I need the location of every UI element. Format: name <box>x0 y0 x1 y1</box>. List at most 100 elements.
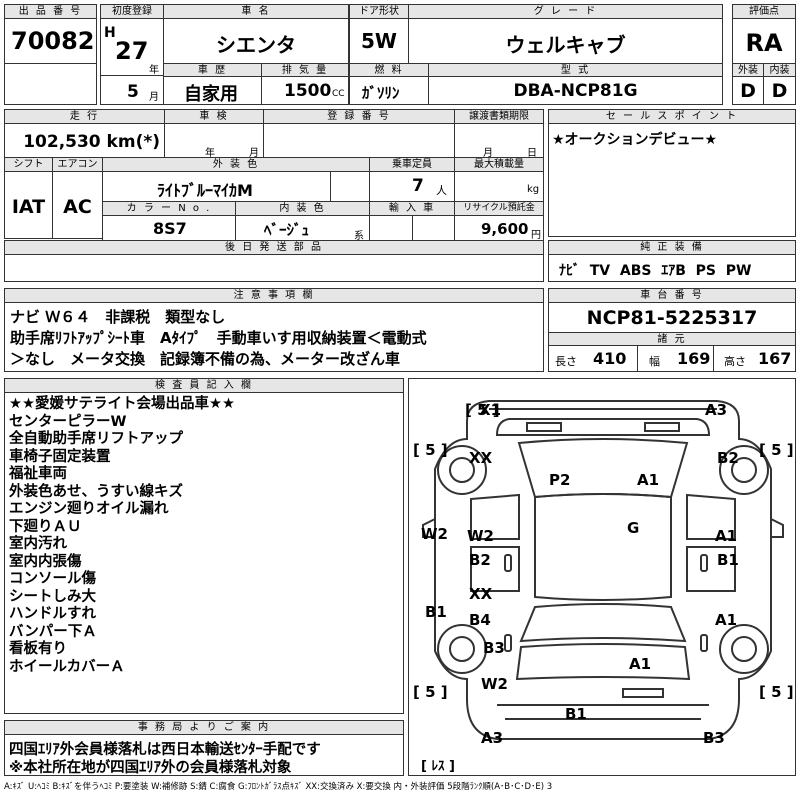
first-reg-month-box: 5 月 <box>100 75 164 105</box>
inspector-note: ハンドルすれ <box>9 606 96 622</box>
length: 410 <box>593 349 627 368</box>
model-code-box: DBA-NCP81G <box>428 76 723 105</box>
int-color-box: ﾍﾞｰｼﾞｭ 系 <box>235 215 370 242</box>
dims-header: 諸 元 <box>548 332 796 346</box>
genuine-equip: ﾅﾋﾞ TV ABS ｴｱB PS PW <box>559 263 752 279</box>
inspector-note: 看板有り <box>9 641 67 657</box>
transfer-header: 譲渡書類期限 <box>454 109 544 124</box>
damage-mark: XX <box>469 585 493 603</box>
score-box: RA <box>732 18 796 64</box>
import-box <box>369 215 455 241</box>
model-code-header: 型 式 <box>428 63 723 77</box>
damage-mark: A1 <box>637 471 660 489</box>
inspector-notes-list: ★★愛媛サテライト会場出品車★★ センターピラーW 全自動助手席リフトアップ 車… <box>9 396 235 676</box>
tire-front-left: [ 5 ] <box>465 401 500 419</box>
damage-mark: W2 <box>481 675 508 693</box>
damage-mark: G <box>627 519 640 537</box>
notes-line-2: 助手席ﾘﾌﾄｱｯﾌﾟｼｰﾄ車 Aﾀｲﾌﾟ 手動車いす用収納装置＜電動式 <box>10 329 427 347</box>
notes-line-1: ナビ Ｗ６４ 非課税 類型なし <box>10 308 226 326</box>
damage-mark: B1 <box>717 551 739 569</box>
tire-rear-left: [ 5 ] <box>413 683 448 701</box>
office-line-2: ※本社所在地が四国ｴﾘｱ外の会員様落札対象 <box>9 760 292 776</box>
transfer-box: 月 日 <box>454 123 544 159</box>
inspector-note: 外装色あせ、うすい線キズ <box>9 483 183 500</box>
damage-mark: A1 <box>715 527 738 545</box>
damage-mark: W2 <box>421 525 448 543</box>
inspector-header: 検 査 員 記 入 欄 <box>4 378 404 393</box>
reg-no-header: 登 録 番 号 <box>263 109 455 124</box>
damage-mark: A3 <box>481 729 504 747</box>
damage-mark: B1 <box>425 603 447 621</box>
notes-header: 注 意 事 項 欄 <box>4 288 544 303</box>
later-parts-box <box>4 254 544 282</box>
inspection-box: 年 月 <box>164 123 264 159</box>
int-color: ﾍﾞｰｼﾞｭ <box>264 221 310 239</box>
damage-mark: A3 <box>705 401 728 419</box>
displacement-box: 1500 CC <box>261 76 349 105</box>
shift: IAT <box>11 196 46 218</box>
office-header: 事 務 局 よ り ご 案 内 <box>4 720 404 735</box>
max-load-box: kg <box>454 171 544 202</box>
sales-point-header: セ ー ル ス ポ イ ン ト <box>548 109 796 124</box>
office-box: 四国ｴﾘｱ外会員様落札は西日本輸送ｾﾝﾀｰ手配です ※本社所在地が四国ｴﾘｱ外の… <box>4 734 404 776</box>
car-diagram <box>422 400 784 740</box>
inspector-note: 室内汚れ <box>9 536 67 552</box>
door-header: ドア形状 <box>349 4 409 19</box>
lot-number: 70082 <box>11 27 95 55</box>
mileage: 102,530 km(*) <box>23 132 160 152</box>
shift-header: シフト <box>4 157 53 172</box>
color-no: 8S7 <box>153 219 187 238</box>
score: RA <box>745 29 783 57</box>
door-type: 5W <box>361 29 397 53</box>
inspector-note: 下廻りＡＵ <box>9 518 82 535</box>
car-diagram-box: [ 5 ] [ 5 ] [ 5 ] [ 5 ] [ 5 ] [ ﾚｽ ] X1 … <box>408 378 796 776</box>
displacement: 1500 <box>284 81 332 101</box>
later-parts-header: 後 日 発 送 部 品 <box>4 240 544 255</box>
width: 169 <box>677 349 711 368</box>
inspector-note: コンソール傷 <box>9 571 96 587</box>
mileage-header: 走 行 <box>4 109 165 124</box>
recycle-box: 9,600 円 <box>454 215 544 241</box>
car-name: シエンタ <box>216 33 296 57</box>
int-grade-box: D <box>763 76 796 105</box>
damage-mark: XX <box>469 449 493 467</box>
inspector-note: バンパー下Ａ <box>9 623 97 640</box>
notes-line-3: ＞なし メータ交換 記録簿不備の為、メーター改ざん車 <box>10 350 401 368</box>
ext-grade-box: D <box>732 76 764 105</box>
inspector-note: センターピラーW <box>9 413 127 430</box>
reg-year: 27 <box>115 37 149 65</box>
color-no-header: カ ラ ー N o . <box>102 201 236 216</box>
tire-left-front: [ 5 ] <box>413 441 448 459</box>
era-letter: H <box>104 25 116 41</box>
damage-mark: B2 <box>469 551 491 569</box>
capacity-box: 7 人 <box>369 171 455 202</box>
grade-box: ウェルキャブ <box>408 18 723 64</box>
model-code: DBA-NCP81G <box>513 81 638 101</box>
door-box: 5W <box>349 18 409 64</box>
history-header: 車 歴 <box>163 63 262 77</box>
first-reg-box: H 27 年 <box>100 18 164 76</box>
aircon-header: エアコン <box>52 157 103 172</box>
tire-front-right: [ 5 ] <box>759 441 794 459</box>
reg-month: 5 <box>127 82 139 102</box>
fuel-box: ｶﾞｿﾘﾝ <box>349 76 429 105</box>
office-line-1: 四国ｴﾘｱ外会員様落札は西日本輸送ｾﾝﾀｰ手配です <box>9 742 321 758</box>
genuine-equip-header: 純 正 装 備 <box>548 240 796 255</box>
sales-point-box: ★オークションデビュー★ <box>548 123 796 237</box>
exterior-grade: D <box>740 80 756 102</box>
notes-box: ナビ Ｗ６４ 非課税 類型なし 助手席ﾘﾌﾄｱｯﾌﾟｼｰﾄ車 Aﾀｲﾌﾟ 手動車… <box>4 302 544 372</box>
damage-mark: B3 <box>483 639 505 657</box>
lot-no-blank <box>4 63 97 105</box>
inspector-box: ★★愛媛サテライト会場出品車★★ センターピラーW 全自動助手席リフトアップ 車… <box>4 392 404 714</box>
inspector-note: 車椅子固定装置 <box>9 448 111 465</box>
fuel: ｶﾞｿﾘﾝ <box>362 84 400 102</box>
inspector-note: 室内内張傷 <box>9 553 82 570</box>
damage-mark: X1 <box>479 401 502 419</box>
tire-rear-right: [ 5 ] <box>759 683 794 701</box>
inspector-note: シートしみ大 <box>9 588 96 605</box>
reg-no-box <box>263 123 455 158</box>
damage-mark: A1 <box>629 655 652 673</box>
damage-mark: A1 <box>715 611 738 629</box>
lot-no-box: 70082 <box>4 18 97 64</box>
car-name-box: シエンタ <box>163 18 349 64</box>
